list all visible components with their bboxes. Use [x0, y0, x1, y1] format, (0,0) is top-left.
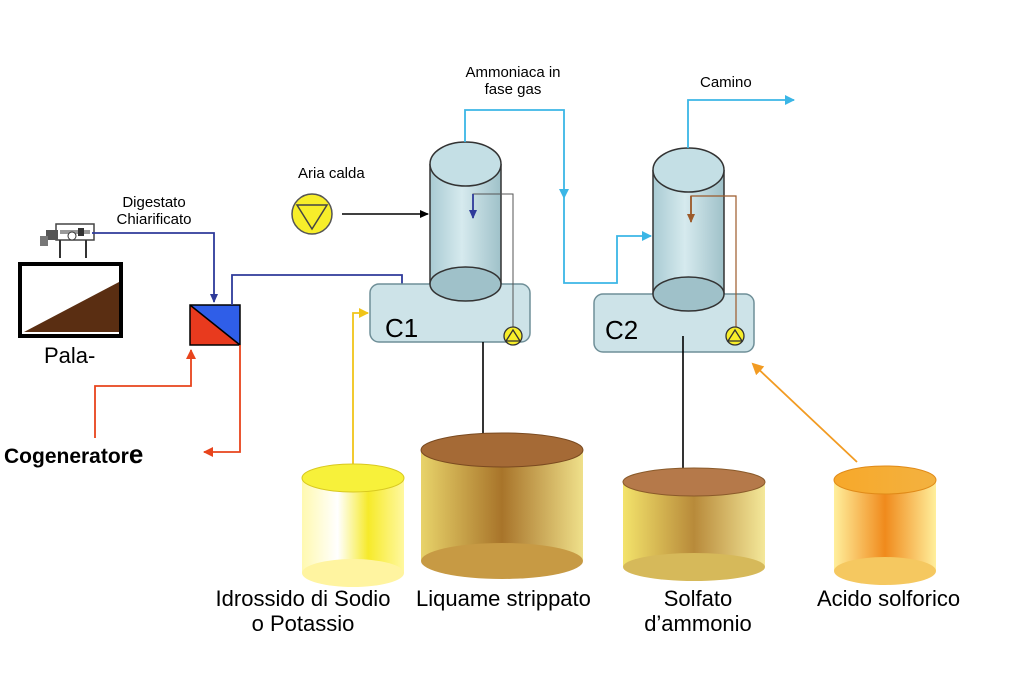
column-c2: [593, 147, 755, 353]
label-aria-calda: Aria calda: [298, 165, 365, 182]
label-camino: Camino: [700, 74, 752, 91]
label-liquame: Liquame strippato: [416, 586, 591, 611]
label-solfato: Solfato d’ammonio: [644, 586, 752, 637]
flow-ammoniaca-c2: [563, 198, 652, 284]
tank-acido: [833, 465, 937, 585]
bin-icon: [18, 262, 123, 338]
flow-camino: [687, 95, 795, 148]
tank-solfato: [622, 467, 766, 581]
label-c2: C2: [605, 315, 639, 345]
pump-icon: [725, 326, 745, 346]
label-acido: Acido solforico: [817, 586, 961, 611]
label-pala: Pala-: [44, 343, 96, 368]
column-c1: [369, 141, 531, 343]
flow-cogeneratore-out: [203, 345, 241, 457]
label-cogeneratore-main: Cogenerator: [4, 445, 129, 468]
heat-exchanger-icon: [189, 304, 241, 346]
pump-icon: [503, 326, 523, 346]
screw-press-icon: [40, 223, 95, 258]
label-digestato: Digestato Chiarificato: [116, 194, 192, 229]
tank-liquame: [420, 432, 584, 579]
flow-idrossido: [352, 308, 369, 468]
label-cogeneratore: Cogeneratore: [4, 439, 144, 470]
label-c1: C1: [385, 313, 419, 343]
label-cogeneratore-end: e: [128, 439, 144, 469]
flow-ammoniaca: [464, 109, 569, 199]
label-ammoniaca: Ammoniaca in fase gas: [465, 64, 561, 99]
tank-idrossido: [301, 463, 405, 587]
label-idrossido: Idrossido di Sodio o Potassio: [215, 586, 391, 637]
flow-digestato: [92, 232, 218, 303]
flow-cogeneratore-in: [94, 349, 196, 438]
flow-acido: [751, 362, 858, 463]
fan-icon: [291, 193, 333, 235]
